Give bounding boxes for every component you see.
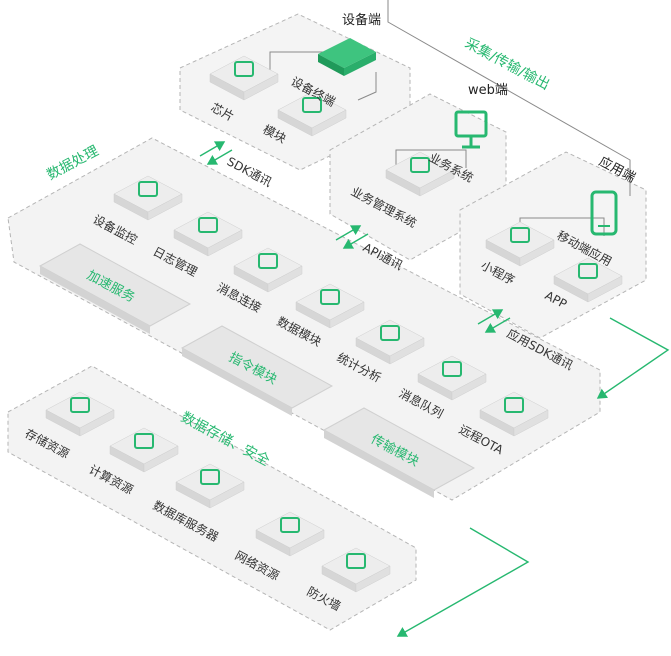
app-tile-icon bbox=[578, 263, 598, 279]
api-double-arrow bbox=[335, 225, 369, 249]
module-tile bbox=[277, 91, 347, 137]
log-mgmt-tile bbox=[173, 211, 243, 257]
device-monitor-tile bbox=[113, 175, 183, 221]
compute-resource-tile-icon bbox=[134, 433, 154, 449]
sdk-double-arrow bbox=[199, 141, 233, 165]
firewall-tile-icon bbox=[346, 553, 366, 569]
collect-line bbox=[387, 0, 631, 196]
chip-tile-icon bbox=[234, 61, 254, 77]
monitor-icon bbox=[454, 110, 488, 149]
band-accelerate-service: 加速服务 bbox=[38, 243, 192, 334]
db-server-tile-icon bbox=[200, 469, 220, 485]
device-link-line bbox=[269, 51, 330, 70]
processing-platform bbox=[7, 137, 601, 501]
statistics-tile-icon bbox=[380, 325, 400, 341]
message-connect-tile-icon bbox=[258, 253, 278, 269]
app-to-processing-arrow bbox=[596, 317, 670, 399]
statistics-tile bbox=[355, 319, 425, 365]
device-terminal-box bbox=[318, 38, 376, 76]
business-mgmt-tile-icon bbox=[410, 157, 430, 173]
module-tile-icon bbox=[302, 97, 322, 113]
chip-tile bbox=[209, 55, 279, 101]
app-sdk-double-arrow bbox=[477, 309, 511, 333]
storage-resource-tile-icon bbox=[70, 397, 90, 413]
message-queue-tile bbox=[417, 355, 487, 401]
tiles-layer bbox=[45, 55, 623, 593]
remote-ota-tile bbox=[479, 391, 549, 437]
phone-icon bbox=[590, 190, 618, 236]
log-mgmt-tile-icon bbox=[198, 217, 218, 233]
band-command-module: 指令模块 bbox=[180, 325, 334, 416]
band-transport-module: 传输模块 bbox=[322, 407, 476, 498]
storage-resource-tile bbox=[45, 391, 115, 437]
data-module-tile-icon bbox=[320, 289, 340, 305]
processing-to-storage-arrow bbox=[396, 527, 530, 637]
device-monitor-tile-icon bbox=[138, 181, 158, 197]
device-title: 设备端 bbox=[342, 12, 381, 28]
device-link-line-2 bbox=[357, 72, 377, 101]
db-server-tile bbox=[175, 463, 245, 509]
remote-ota-tile-icon bbox=[504, 397, 524, 413]
compute-resource-tile bbox=[109, 427, 179, 473]
mini-program-tile-icon bbox=[510, 227, 530, 243]
data-module-tile bbox=[295, 283, 365, 329]
web-link-line bbox=[395, 149, 467, 172]
mini-program-tile bbox=[485, 221, 555, 267]
firewall-tile bbox=[321, 547, 391, 593]
business-mgmt-tile bbox=[385, 151, 455, 197]
web-title: web端 bbox=[468, 83, 508, 98]
message-connect-tile bbox=[233, 247, 303, 293]
network-resource-tile-icon bbox=[280, 517, 300, 533]
message-queue-tile-icon bbox=[442, 361, 462, 377]
network-resource-tile bbox=[255, 511, 325, 557]
app-tile bbox=[553, 257, 623, 303]
